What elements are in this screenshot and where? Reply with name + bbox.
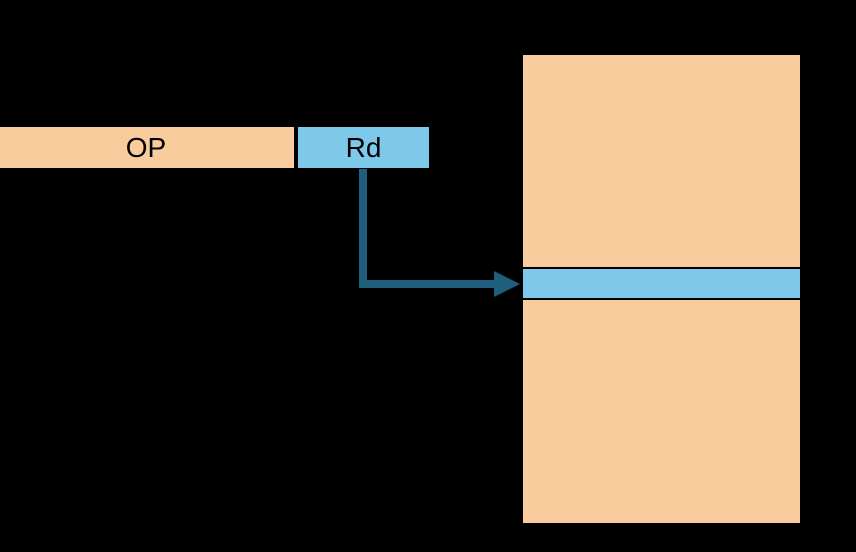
arrow-head xyxy=(494,271,520,297)
rd-field-label: Rd xyxy=(345,131,382,163)
rd-field: Rd xyxy=(296,125,431,170)
arrow-elbow-line xyxy=(359,169,496,288)
op-field: OP xyxy=(0,125,296,170)
op-field-label: OP xyxy=(125,131,167,163)
selected-register-row xyxy=(521,267,802,300)
